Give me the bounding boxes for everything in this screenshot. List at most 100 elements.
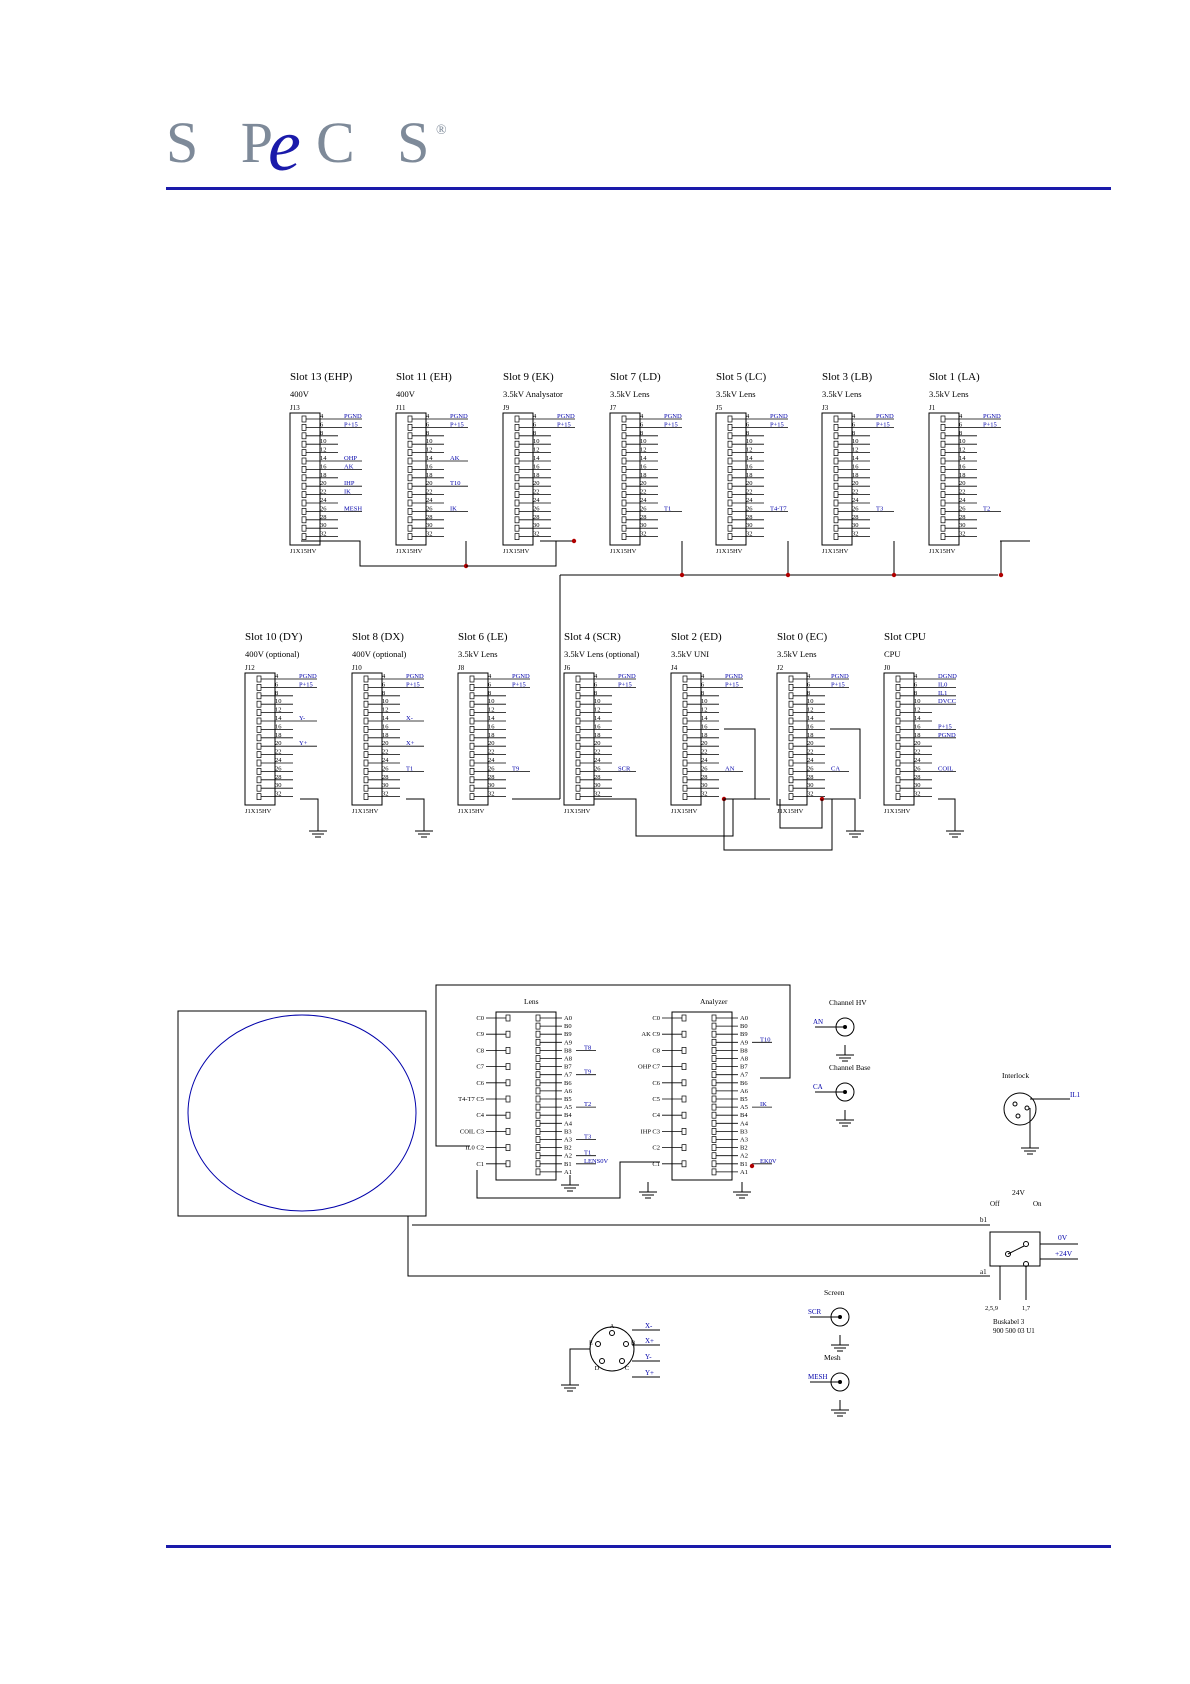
pin-contact bbox=[575, 759, 581, 767]
pin-contact bbox=[727, 457, 733, 465]
pin-contact bbox=[682, 717, 688, 725]
pin-number: 22 bbox=[533, 489, 540, 496]
pin-contact bbox=[727, 491, 733, 498]
pin-number: 18 bbox=[807, 732, 814, 739]
pin-contact bbox=[469, 776, 475, 784]
pin-contact bbox=[301, 491, 307, 498]
interlock-ground bbox=[1021, 1138, 1039, 1155]
pin-contact bbox=[895, 742, 901, 750]
connector-body bbox=[502, 412, 534, 546]
header-pin bbox=[711, 1103, 717, 1111]
connector-id: J2 bbox=[777, 664, 784, 672]
slot-subtitle: CPU bbox=[884, 649, 901, 659]
header-signal-label: T2 bbox=[584, 1101, 591, 1108]
pin-contact bbox=[727, 424, 733, 431]
pin-contact bbox=[256, 759, 262, 767]
header-pin bbox=[711, 1136, 717, 1143]
signal-label: PGND bbox=[618, 673, 636, 680]
bus-junction bbox=[785, 572, 791, 578]
signal-label: T2 bbox=[983, 505, 990, 512]
pin-contact bbox=[682, 742, 688, 750]
header-pin bbox=[681, 1144, 687, 1151]
header-pin bbox=[711, 1022, 717, 1030]
pin-contact bbox=[256, 734, 262, 742]
header-left-label: C4 bbox=[652, 1112, 660, 1119]
pin-number: 30 bbox=[640, 522, 647, 529]
header-left-label: C0 bbox=[476, 1015, 484, 1022]
pin-contact bbox=[940, 449, 946, 456]
pin-contact bbox=[833, 415, 839, 423]
header-left-label: IL0 C2 bbox=[465, 1145, 484, 1152]
signal-label: DGND bbox=[938, 673, 957, 680]
pin-contact bbox=[621, 524, 627, 532]
ed-link bbox=[594, 798, 734, 837]
header-pin bbox=[681, 1047, 687, 1054]
pin-number: 22 bbox=[959, 489, 966, 496]
pin-number: 24 bbox=[594, 757, 601, 764]
pin-number: 22 bbox=[852, 489, 859, 496]
pin-contact bbox=[301, 449, 307, 456]
header-signal-label: LENS0V bbox=[584, 1158, 609, 1165]
header-row-label: B7 bbox=[564, 1064, 572, 1071]
pin-contact bbox=[621, 432, 627, 440]
header-pin bbox=[535, 1055, 541, 1062]
pin-number: 22 bbox=[640, 489, 647, 496]
header-pin bbox=[505, 1047, 511, 1054]
pin-contact bbox=[788, 675, 794, 683]
header-left-label: C6 bbox=[652, 1080, 660, 1087]
pin-contact bbox=[363, 709, 369, 716]
signal-label: P+15 bbox=[983, 421, 997, 428]
header-pin bbox=[535, 1047, 541, 1054]
pin-contact bbox=[682, 684, 688, 691]
pin-number: 22 bbox=[746, 489, 753, 496]
header-row-label: A9 bbox=[564, 1039, 572, 1046]
coax-title: Channel HV bbox=[829, 998, 867, 1007]
pin-number: 22 bbox=[807, 749, 814, 756]
pin-contact bbox=[514, 508, 520, 515]
pin-contact bbox=[301, 432, 307, 440]
pin-number: 6 bbox=[640, 421, 644, 428]
ground-wire bbox=[830, 798, 856, 821]
ground-wire bbox=[938, 798, 956, 821]
pin-number: 20 bbox=[382, 740, 389, 747]
pin-number: 22 bbox=[382, 749, 389, 756]
pin-number: 18 bbox=[275, 732, 282, 739]
header-row-label: A6 bbox=[740, 1088, 749, 1095]
signal-label: AK bbox=[344, 463, 354, 470]
pin-contact bbox=[256, 768, 262, 775]
signal-label: PGND bbox=[344, 413, 362, 420]
header-row-label: B3 bbox=[740, 1128, 748, 1135]
pin-number: 26 bbox=[382, 765, 389, 772]
pin-contact bbox=[727, 508, 733, 515]
pin-contact bbox=[895, 793, 901, 800]
pin-number: 10 bbox=[275, 698, 282, 705]
ek0v-junction bbox=[749, 1163, 755, 1169]
pin-number: 8 bbox=[959, 430, 962, 437]
header-title: Lens bbox=[524, 997, 539, 1006]
pin-number: 32 bbox=[488, 791, 495, 798]
pin-number: 14 bbox=[533, 455, 540, 462]
header-row-label: A8 bbox=[740, 1056, 748, 1063]
pin-contact bbox=[727, 474, 733, 482]
pin-contact bbox=[363, 768, 369, 775]
connector-body bbox=[244, 672, 276, 806]
header-left-label: C1 bbox=[652, 1161, 660, 1168]
signal-label: P+15 bbox=[344, 421, 358, 428]
pin-contact bbox=[940, 499, 946, 507]
signal-label: PGND bbox=[557, 413, 575, 420]
slot-title: Slot CPU bbox=[884, 631, 926, 643]
signal-label: PGND bbox=[983, 413, 1001, 420]
connector-body bbox=[563, 672, 595, 806]
header-pin bbox=[505, 1144, 511, 1151]
slot-title: Slot 8 (DX) bbox=[352, 631, 404, 643]
header-left-label: COIL C3 bbox=[460, 1128, 484, 1135]
pin-number: 12 bbox=[746, 447, 753, 454]
deflector-pin bbox=[609, 1330, 615, 1336]
signal-label: P+15 bbox=[299, 681, 313, 688]
header-left-label: C6 bbox=[476, 1080, 484, 1087]
header-pin bbox=[711, 1030, 717, 1038]
pin-number: 18 bbox=[488, 732, 495, 739]
header-row-label: B6 bbox=[564, 1080, 572, 1087]
